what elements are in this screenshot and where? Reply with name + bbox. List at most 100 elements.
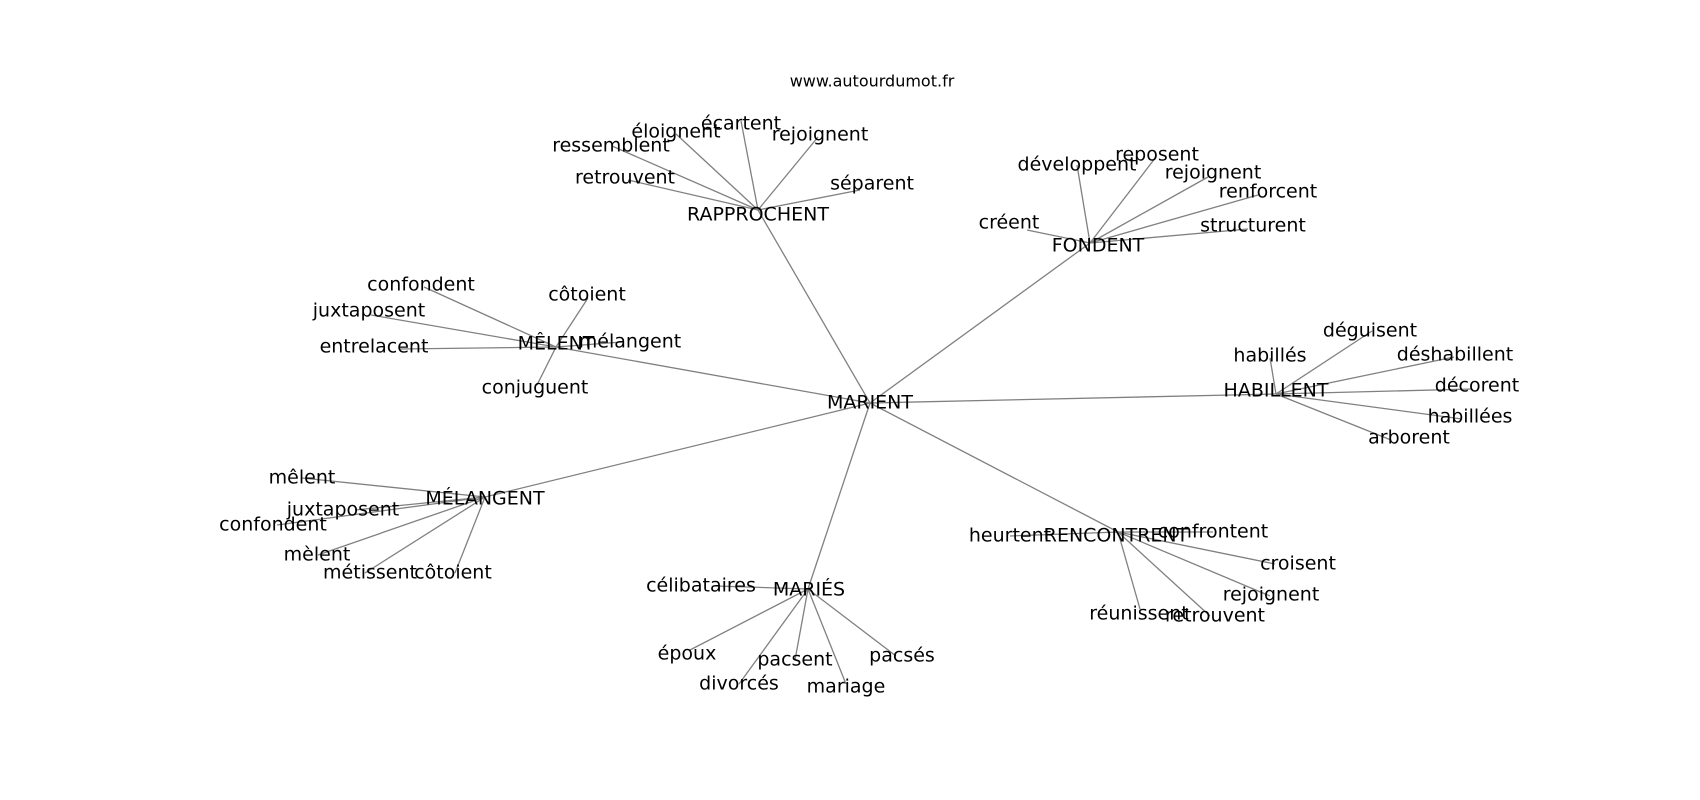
edge-rapprochent-leaf-3 (757, 136, 819, 211)
leaf-node-maries-0: célibataires (646, 575, 756, 597)
edge-melent-leaf-0 (423, 286, 557, 348)
leaf-node-rapprochent-0: ressemblent (552, 135, 670, 157)
edge-fondent-leaf-0 (1076, 164, 1091, 244)
leaf-node-habillent-4: habillées (1428, 406, 1513, 428)
edge-melangent-leaf-1 (354, 496, 486, 511)
leaf-node-habillent-5: arborent (1368, 427, 1450, 449)
edge-melent-leaf-5 (536, 346, 557, 386)
hub-node-melent: MÊLENT (518, 332, 595, 355)
leaf-node-rapprochent-3: rejoignent (772, 124, 869, 146)
hub-node-rapprochent: RAPPROCHENT (687, 204, 829, 226)
leaf-node-melent-3: mélangent (579, 331, 681, 353)
edge-root-rencontrent (869, 402, 1119, 533)
hub-node-maries: MARIÉS (773, 578, 845, 601)
edge-melent-leaf-2 (370, 314, 557, 348)
edge-rapprochent-leaf-1 (675, 133, 759, 211)
edge-fondent-leaf-2 (1089, 176, 1209, 244)
leaf-node-fondent-1: reposent (1115, 144, 1199, 166)
leaf-node-maries-4: divorcés (699, 673, 779, 695)
edge-maries-leaf-3 (807, 588, 897, 657)
leaf-node-maries-1: époux (658, 643, 717, 665)
hub-node-melangent: MÉLANGENT (425, 487, 545, 510)
leaf-node-rencontrent-4: réunissent (1089, 603, 1188, 625)
edge-rapprochent-leaf-4 (627, 179, 759, 211)
edge-habillent-leaf-0 (1275, 330, 1373, 395)
leaf-node-melent-2: juxtaposent (312, 300, 425, 322)
edge-root-rapprochent (757, 209, 871, 404)
edge-rencontrent-leaf-0 (1009, 531, 1119, 537)
edge-root-melangent (484, 402, 871, 498)
edge-melangent-leaf-5 (454, 496, 486, 574)
leaf-node-maries-2: pacsent (757, 649, 832, 671)
edge-fondent-leaf-1 (1089, 156, 1157, 244)
leaf-node-habillent-1: habillés (1233, 345, 1306, 367)
edge-fondent-leaf-4 (1026, 229, 1091, 244)
edge-melent-leaf-4 (399, 346, 557, 350)
leaf-node-melent-5: conjuguent (482, 377, 589, 399)
edge-maries-leaf-4 (738, 588, 809, 685)
source-watermark: www.autourdumot.fr (790, 72, 955, 91)
leaf-node-rencontrent-5: retrouvent (1165, 605, 1265, 627)
leaf-node-melent-1: côtoient (548, 284, 626, 306)
leaf-node-melangent-3: mèlent (284, 544, 351, 566)
edge-melangent-leaf-3 (317, 496, 486, 556)
edge-root-melent (555, 346, 871, 404)
leaf-node-fondent-3: renforcent (1219, 181, 1317, 203)
leaf-node-rapprochent-2: écartent (701, 113, 781, 135)
edge-rencontrent-leaf-5 (1117, 531, 1211, 617)
edge-rapprochent-leaf-2 (740, 120, 759, 211)
edge-habillent-leaf-5 (1275, 393, 1392, 441)
edge-habillent-leaf-4 (1275, 393, 1463, 420)
leaf-node-melangent-4: métissent (323, 562, 417, 584)
edge-maries-leaf-0 (715, 585, 809, 590)
leaf-node-maries-3: pacsés (869, 645, 935, 667)
leaf-node-rencontrent-1: confrontent (1158, 521, 1269, 543)
edge-root-habillent (869, 393, 1277, 404)
leaf-node-melangent-2: confondent (219, 514, 327, 536)
leaf-node-habillent-2: déshabillent (1397, 344, 1513, 366)
root-node: MARIENT (827, 392, 913, 414)
edge-melent-leaf-1 (555, 297, 589, 348)
leaf-node-melent-0: confondent (367, 274, 475, 296)
edge-melangent-leaf-4 (364, 496, 486, 574)
edge-habillent-leaf-3 (1275, 388, 1473, 395)
edge-rencontrent-leaf-4 (1117, 531, 1141, 610)
leaf-node-melangent-5: côtoient (414, 562, 492, 584)
leaf-node-habillent-3: décorent (1435, 375, 1519, 397)
leaf-node-rapprochent-5: séparent (830, 173, 914, 195)
leaf-node-rencontrent-0: heurtent (969, 525, 1051, 547)
edge-root-fondent (869, 242, 1091, 404)
leaf-node-rencontrent-2: croisent (1260, 553, 1336, 575)
edge-maries-leaf-1 (689, 588, 809, 651)
edge-rencontrent-leaf-3 (1117, 531, 1271, 597)
edge-rencontrent-leaf-2 (1117, 531, 1276, 565)
leaf-node-melangent-1: juxtaposent (286, 499, 399, 521)
edge-rapprochent-leaf-5 (757, 189, 861, 211)
edge-habillent-leaf-2 (1275, 356, 1455, 395)
leaf-node-fondent-2: rejoignent (1165, 162, 1262, 184)
graph-labels: MARIENT RAPPROCHENT ressemblentéloignentéc… (219, 113, 1519, 698)
edge-melangent-leaf-0 (301, 477, 486, 498)
edge-rapprochent-leaf-0 (611, 145, 759, 211)
edge-fondent-leaf-5 (1089, 228, 1249, 244)
edge-maries-leaf-5 (807, 588, 847, 685)
edge-habillent-leaf-1 (1269, 357, 1277, 395)
leaf-node-fondent-0: développent (1018, 154, 1137, 176)
edge-melent-leaf-3 (555, 341, 623, 348)
hub-node-habillent: HABILLENT (1224, 380, 1329, 402)
leaf-node-fondent-5: structurent (1200, 215, 1306, 237)
edge-maries-leaf-2 (794, 588, 809, 661)
edge-fondent-leaf-3 (1089, 194, 1259, 244)
leaf-node-habillent-0: déguisent (1323, 320, 1417, 342)
hub-node-fondent: FONDENT (1052, 235, 1145, 257)
leaf-node-rapprochent-1: éloignent (631, 121, 720, 143)
leaf-node-melangent-0: mêlent (269, 467, 336, 489)
edge-melangent-leaf-2 (276, 496, 486, 526)
hub-node-rencontrent: RENCONTRENT (1044, 525, 1189, 547)
leaf-node-fondent-4: créent (979, 212, 1040, 234)
leaf-node-rencontrent-3: rejoignent (1223, 584, 1320, 606)
leaf-node-melent-4: entrelacent (320, 336, 429, 358)
leaf-node-rapprochent-4: retrouvent (575, 167, 675, 189)
leaf-node-maries-5: mariage (807, 676, 886, 698)
